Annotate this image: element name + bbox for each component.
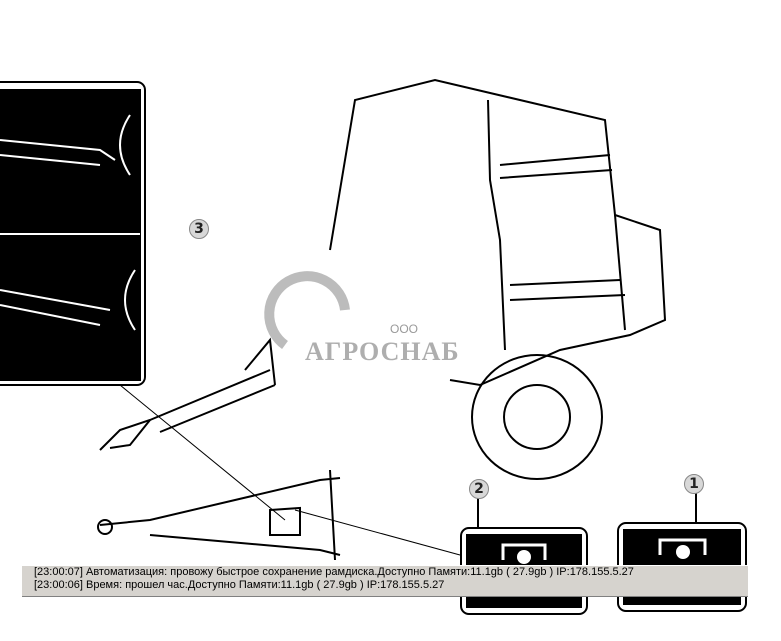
callout-1: 1 (684, 474, 704, 494)
drawbar (99, 337, 276, 451)
watermark-brand: АГРОСНАБ (305, 337, 460, 366)
watermark-prefix: ООО (390, 322, 419, 336)
status-log-panel: [23:00:07] Автоматизация: провожу быстро… (22, 565, 748, 597)
callout-3: 3 (189, 219, 209, 239)
log-line: [23:00:07] Автоматизация: провожу быстро… (34, 566, 634, 578)
a-frame (99, 469, 341, 561)
watermark-logo-icon (264, 271, 350, 350)
log-line: [23:00:06] Время: прошел час.Доступно Па… (34, 579, 445, 591)
callout-2: 2 (469, 479, 489, 499)
baler-body (329, 78, 667, 387)
wheel (471, 354, 603, 480)
